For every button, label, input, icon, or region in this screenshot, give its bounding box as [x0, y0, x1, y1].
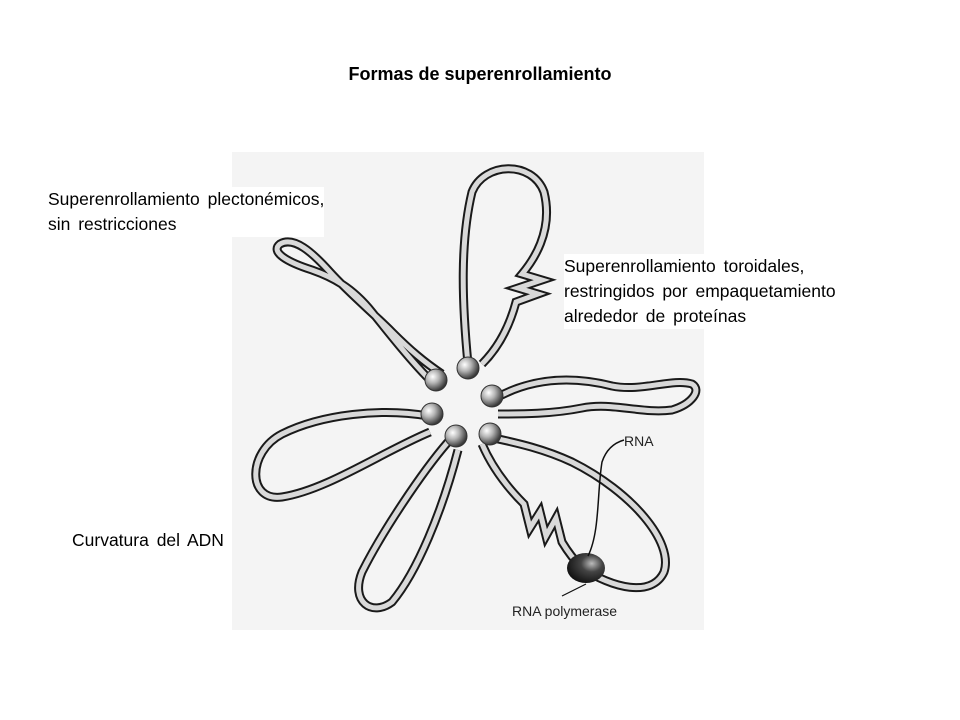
plectonemic-label-line2: sin restricciones	[48, 214, 177, 234]
polymerase-pointer	[561, 583, 587, 597]
top-loop	[458, 164, 557, 368]
rna-label: RNA	[624, 433, 654, 449]
rna-polymerase-blob	[567, 553, 605, 583]
toroidal-label-line2: restringidos por empaquetamiento	[564, 281, 836, 301]
dna-supercoil-figure: RNA RNA polymerase	[232, 152, 704, 630]
protein-bead	[480, 384, 504, 408]
protein-bead	[424, 368, 448, 392]
protein-bead	[444, 424, 468, 448]
protein-bead	[478, 422, 502, 446]
plectonemic-label: Superenrollamiento plectonémicos, sin re…	[48, 187, 325, 237]
lower-left-loop	[354, 439, 463, 613]
lower-right-loop	[477, 433, 670, 593]
rna-strand	[587, 439, 625, 557]
protein-bead	[456, 356, 480, 380]
protein-beads	[420, 356, 504, 448]
left-loop	[251, 408, 432, 502]
right-supercoil	[493, 375, 701, 419]
diagram-title: Formas de superenrollamiento	[348, 64, 612, 84]
plectonemic-label-line1: Superenrollamiento plectonémicos,	[48, 189, 325, 209]
toroidal-label-line1: Superenrollamiento toroidales,	[564, 256, 805, 276]
curvature-label: Curvatura del ADN	[72, 528, 224, 553]
toroidal-label: Superenrollamiento toroidales, restringi…	[564, 254, 836, 329]
protein-bead	[420, 402, 444, 426]
upper-left-supercoil	[272, 237, 445, 384]
toroidal-label-line3: alrededor de proteínas	[564, 306, 747, 326]
rna-polymerase-label: RNA polymerase	[512, 603, 617, 619]
